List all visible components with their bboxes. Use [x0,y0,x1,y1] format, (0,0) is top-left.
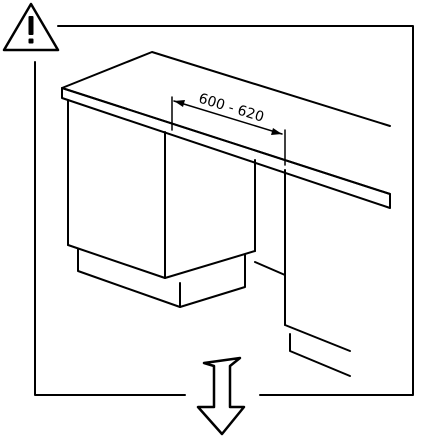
right-cabinet-plinth [289,333,351,377]
dimension-line [173,100,283,135]
countertop [61,51,391,209]
left-cabinet [67,99,256,308]
frame-left-bottom [34,61,186,396]
countertop-top-edge [61,51,391,127]
down-arrow-icon [196,356,246,436]
frame-top-right [57,25,414,396]
niche [254,169,351,377]
countertop-front-top [61,87,391,195]
dimension-label: 600 - 620 [197,91,266,126]
left-cabinet-plinth [77,248,181,308]
dimension-arrow-left [174,100,185,107]
warning-triangle-icon [2,2,60,52]
dimension-arrow-right [271,128,282,135]
frame [34,25,414,396]
